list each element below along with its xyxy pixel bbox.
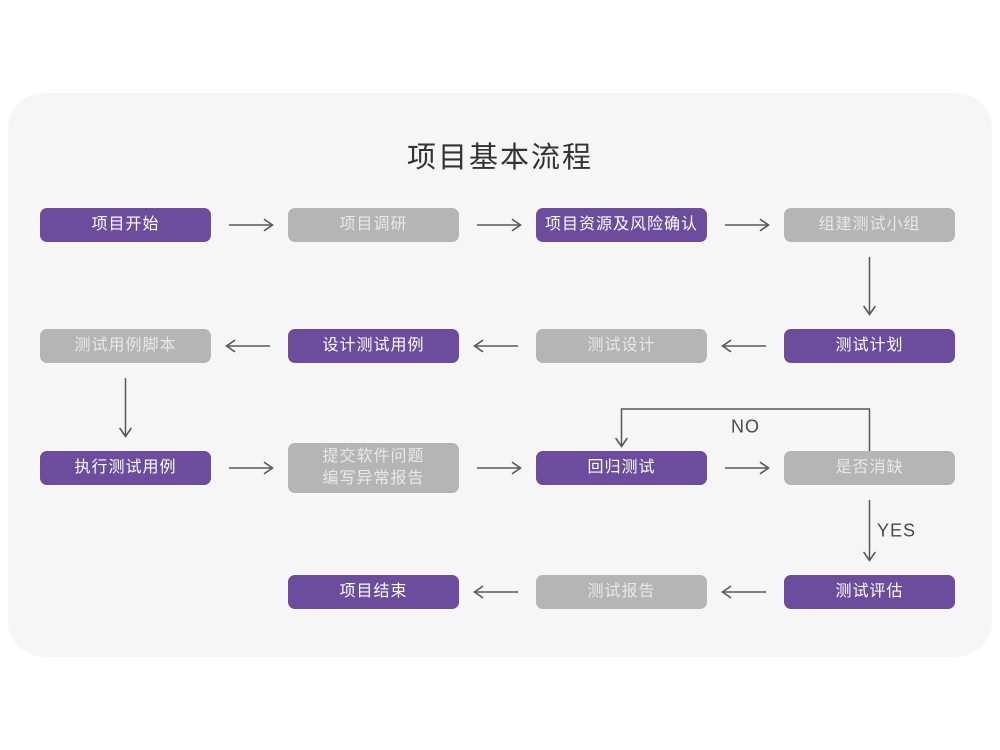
flow-node-test-evaluate: 测试评估 xyxy=(784,575,955,609)
flow-node-project-end: 项目结束 xyxy=(288,575,459,609)
flow-node-defect-cleared: 是否消缺 xyxy=(784,451,955,485)
flow-node-test-case-script: 测试用例脚本 xyxy=(40,329,211,363)
flow-node-submit-issues: 提交软件问题 编写异常报告 xyxy=(288,443,459,493)
flowchart-card xyxy=(8,93,992,657)
flow-node-test-plan: 测试计划 xyxy=(784,329,955,363)
flow-node-test-design: 测试设计 xyxy=(536,329,707,363)
flow-node-design-test-case: 设计测试用例 xyxy=(288,329,459,363)
flow-node-execute-test-case: 执行测试用例 xyxy=(40,451,211,485)
flow-node-regression-test: 回归测试 xyxy=(536,451,707,485)
flow-arrow xyxy=(615,408,871,451)
flow-node-project-start: 项目开始 xyxy=(40,208,211,242)
flow-node-resource-risk: 项目资源及风险确认 xyxy=(536,208,707,242)
flow-node-project-research: 项目调研 xyxy=(288,208,459,242)
page-title: 项目基本流程 xyxy=(406,142,593,174)
flow-node-test-report: 测试报告 xyxy=(536,575,707,609)
edge-label-no: NO xyxy=(731,416,760,437)
edge-label-yes: YES xyxy=(876,520,917,541)
flow-node-build-test-team: 组建测试小组 xyxy=(784,208,955,242)
